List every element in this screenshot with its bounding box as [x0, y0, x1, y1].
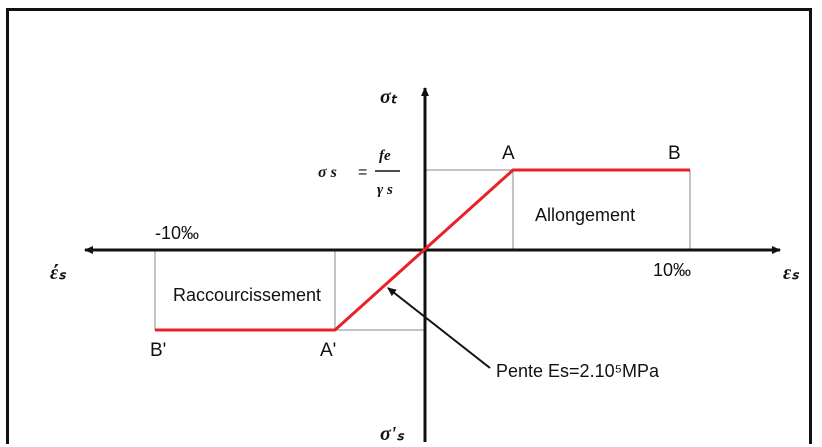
- figure-frame: [6, 8, 812, 444]
- region-allongement: Allongement: [535, 205, 635, 225]
- region-raccourcissement: Raccourcissement: [173, 285, 321, 305]
- sigma-prime-axis-label: σ'ₛ: [380, 423, 404, 445]
- sigma-axis-label: σₜ: [380, 86, 398, 108]
- point-A-prime-label: A': [320, 340, 336, 361]
- tick-10-permille: 10‰: [653, 260, 691, 280]
- tick-minus-10-permille: -10‰: [155, 223, 199, 243]
- slope-annotation: Pente Es=2.10⁵MPa: [496, 361, 660, 381]
- stress-strain-curve: [155, 168, 690, 332]
- point-B-label: B: [668, 143, 681, 164]
- equals-sign: =: [358, 164, 367, 181]
- point-B-prime-label: B': [150, 340, 166, 361]
- fe-numerator: fe: [379, 148, 391, 164]
- gamma-s-denominator: γ s: [377, 182, 393, 198]
- slope-leader-arrow: [387, 287, 491, 369]
- sigma-s-symbol: σ s: [318, 164, 337, 181]
- epsilon-prime-axis-label: έₛ: [50, 262, 66, 284]
- point-A-label: A: [502, 143, 515, 164]
- epsilon-axis-label: εₛ: [783, 262, 799, 284]
